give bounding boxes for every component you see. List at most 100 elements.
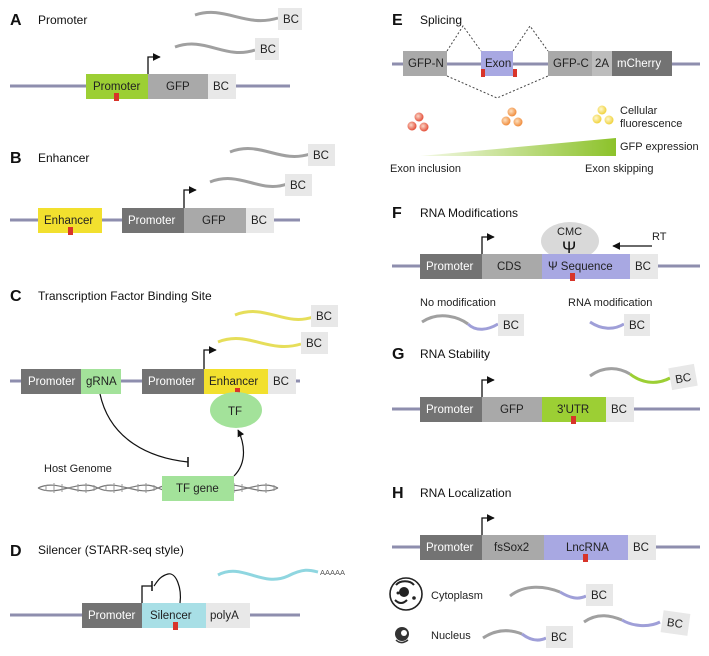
bc-label: BC [313, 150, 329, 162]
fssox2-box [482, 535, 544, 560]
cell-dots-icon [501, 107, 523, 127]
panel-letter: F [392, 205, 402, 222]
psi-sequence-label: Ψ Sequence [548, 261, 613, 273]
bc-label: BC [666, 617, 683, 631]
panel-b: B Enhancer BC BC Enhancer Promoter GFP B… [10, 144, 335, 235]
panel-f: F RNA Modifications CMC Ψ RT Promoter CD… [392, 205, 700, 336]
promoter-label: Promoter [426, 542, 473, 554]
polya-label: polyA [210, 610, 239, 622]
gfp-box [148, 74, 208, 99]
promoter-box [420, 254, 482, 279]
panel-letter: E [392, 12, 403, 29]
bc-label: BC [283, 14, 299, 26]
arrow-icon [481, 233, 495, 254]
gfp-label: GFP [166, 81, 190, 93]
splice-junction [446, 25, 482, 52]
rna-transcript [209, 177, 288, 188]
panel-title: RNA Modifications [420, 206, 518, 220]
panel-a: A Promoter BC BC Promoter GFP BC [10, 8, 302, 101]
panel-letter: C [10, 288, 22, 305]
rna-transcript [629, 372, 671, 384]
arrow-icon [183, 186, 197, 208]
variant-mark [481, 69, 485, 77]
exon-label: Exon [485, 58, 511, 70]
rna-transcript [621, 618, 661, 628]
grna-box [81, 369, 121, 394]
bc-box [308, 144, 335, 166]
promoter-box [420, 397, 482, 422]
gfp-box [184, 208, 246, 233]
cellular-fluorescence-label: Cellular [620, 105, 658, 117]
bc-label: BC [260, 44, 276, 56]
bc-box [606, 397, 634, 422]
nucleus-cell-icon [395, 627, 409, 644]
enhancer-label: Enhancer [209, 376, 258, 388]
bc-box [301, 332, 328, 354]
panel-h: H RNA Localization Promoter fsSox2 LncRN… [389, 485, 700, 648]
rna-transcript [217, 568, 319, 581]
bc-label: BC [316, 311, 332, 323]
bc-label: BC [273, 376, 289, 388]
variant-mark [570, 273, 575, 281]
exon-box [481, 51, 513, 76]
cytoplasm-label: Cytoplasm [431, 590, 483, 602]
gfp-n-box [403, 51, 447, 76]
bc-box [628, 535, 656, 560]
cmc-label: CMC [557, 226, 582, 238]
dna-helix-icon [37, 483, 279, 493]
rna-transcript [589, 320, 625, 330]
panel-title: Splicing [420, 13, 462, 27]
panel-c: C Transcription Factor Binding Site BC B… [10, 288, 338, 501]
bc-box [660, 610, 691, 636]
bc-box [278, 8, 302, 30]
bc-box [586, 584, 613, 606]
panel-letter: A [10, 12, 22, 29]
rna-transcript [174, 42, 256, 54]
rna-transcript [466, 322, 499, 331]
promoter-box [122, 208, 184, 233]
panel-letter: H [392, 485, 404, 502]
repression-edge [99, 393, 189, 463]
grna-label: gRNA [86, 376, 117, 388]
arrow-icon [481, 376, 495, 397]
panel-e: E Splicing GFP-N Exon GFP-C 2A mCherry [390, 12, 700, 175]
repression-edge [153, 573, 181, 604]
gfp-n-label: GFP-N [408, 58, 444, 70]
mcherry-box [612, 51, 672, 76]
variant-mark [173, 622, 178, 630]
variant-mark [571, 416, 576, 424]
panel-title: Promoter [38, 13, 87, 27]
rna-transcript [521, 632, 547, 642]
arrow-icon [203, 346, 217, 369]
2a-label: 2A [595, 58, 609, 70]
rna-transcript [194, 10, 279, 23]
exon-inclusion-label: Exon inclusion [390, 163, 461, 175]
bc-box [268, 369, 296, 394]
variant-mark [513, 69, 517, 77]
lncrna-label: LncRNA [566, 542, 609, 554]
splice-junction [512, 25, 549, 52]
promoter-box [82, 603, 142, 628]
promoter-label: Promoter [88, 610, 135, 622]
rna-transcript [482, 629, 523, 640]
panel-title: RNA Stability [420, 347, 490, 361]
promoter-label: Promoter [28, 376, 75, 388]
psi-sequence-box [542, 254, 630, 279]
mcherry-label: mCherry [617, 58, 661, 70]
no-modification-label: No modification [420, 297, 496, 309]
silencer-label: Silencer [150, 610, 192, 622]
panel-g: G RNA Stability BC Promoter GFP 3'UTR BC [392, 346, 700, 424]
panel-title: Silencer (STARR-seq style) [38, 543, 184, 557]
arrow-icon [481, 514, 495, 535]
cmc-reagent [541, 222, 599, 260]
rt-label: RT [652, 231, 667, 243]
tf-gene-box [162, 476, 234, 501]
bc-label: BC [629, 320, 645, 332]
polya-box [206, 603, 250, 628]
bc-label: BC [633, 542, 649, 554]
rna-transcript [217, 337, 302, 348]
promoter-box [420, 535, 482, 560]
arrow-icon [147, 53, 161, 74]
bc-label: BC [674, 372, 692, 387]
